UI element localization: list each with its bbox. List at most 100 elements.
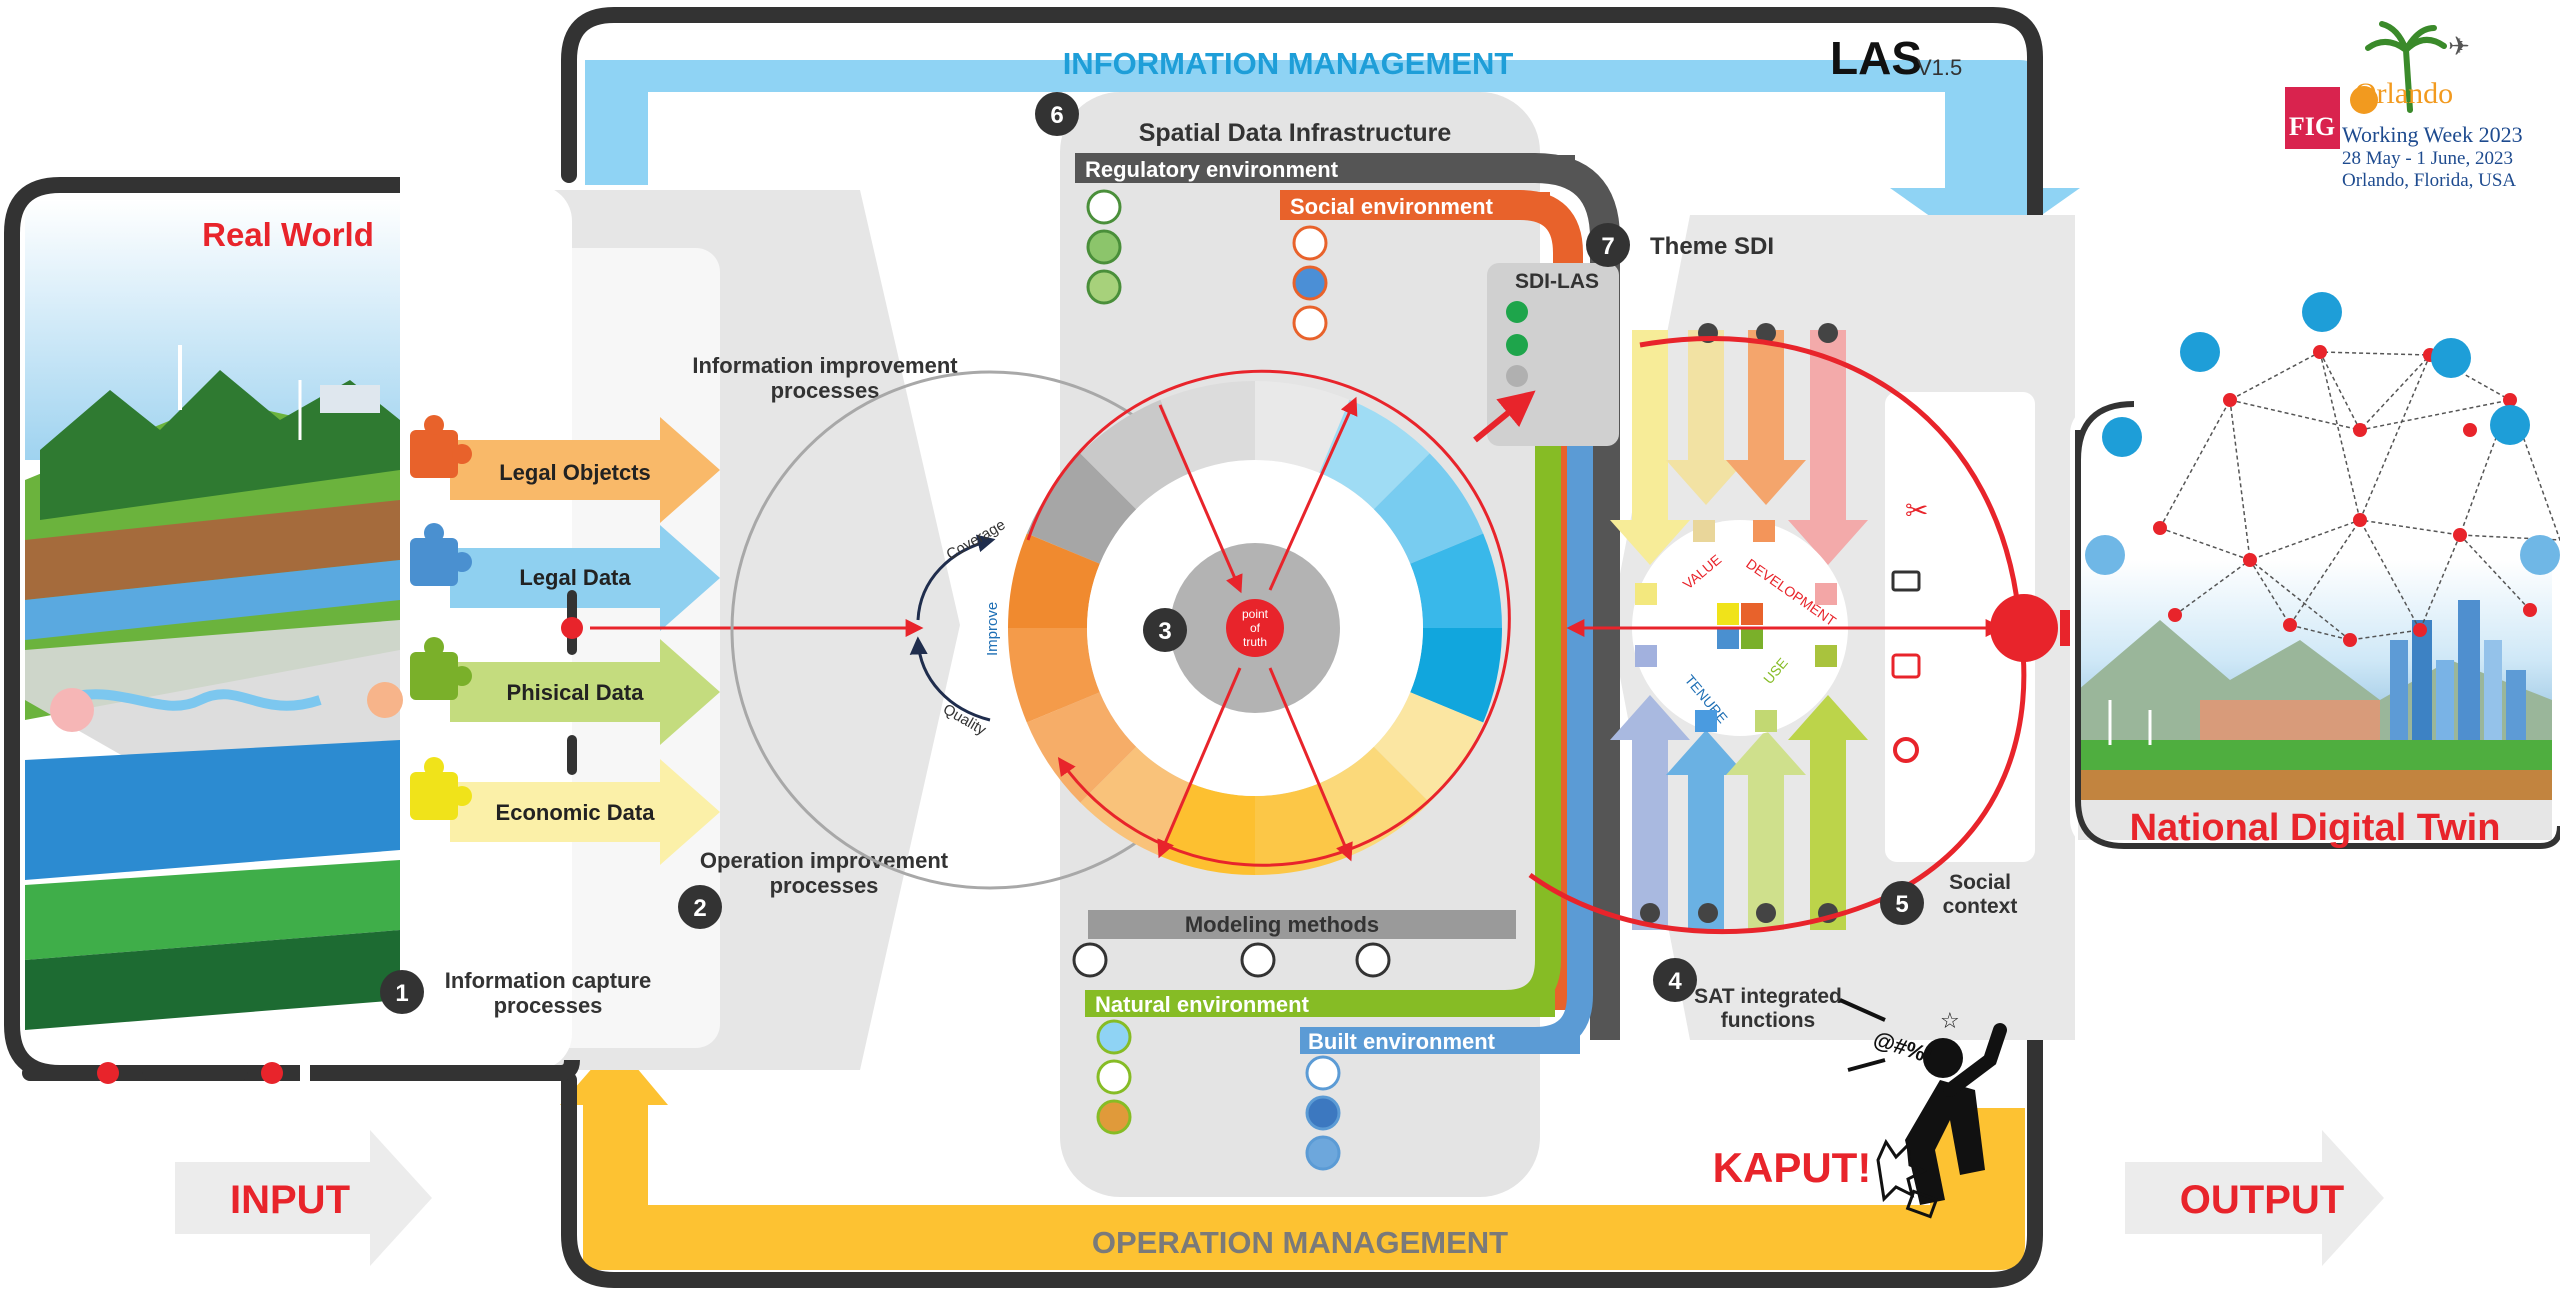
globe-hand-icon [1086, 229, 1122, 265]
step-3-badge [1143, 608, 1187, 652]
house-icon [1305, 1095, 1341, 1131]
svg-text:☆: ☆ [1940, 1008, 1960, 1033]
puzzle-piece-tan [1693, 520, 1715, 542]
coverage-label: Coverage [944, 516, 1009, 563]
donut-segment [1080, 746, 1191, 857]
donut-segment [1319, 399, 1430, 510]
output-label: OUTPUT [2180, 1178, 2344, 1222]
las-version: V1.5 [1917, 55, 1962, 80]
legal-data-arrow: Legal Data [410, 523, 720, 631]
step-2-label-line1: Operation improvement [700, 848, 949, 873]
improve-cycle-lower [909, 636, 991, 722]
list-icon [2490, 405, 2530, 445]
point-of-truth-line2: of [1250, 621, 1261, 635]
donut-segment [1160, 381, 1255, 473]
frustrated-person-icon: ☆ [1839, 998, 2007, 1219]
real-world-panel [4, 177, 580, 1084]
compass-icon [1292, 305, 1328, 341]
step-2-number: 2 [693, 895, 706, 922]
puzzle-piece-yellow [1635, 583, 1657, 605]
las-frame [561, 7, 2043, 1288]
sdi-las-label: SDI-LAS [1515, 270, 1599, 293]
donut-segment [1373, 692, 1484, 803]
theme-sdi-label: Theme SDI [1650, 233, 1774, 260]
orlando-logo-text: Orlando [2355, 77, 2453, 110]
improve-cycle-upper [916, 534, 996, 621]
donut-segment [1008, 628, 1100, 723]
info-improvement-line2: processes [771, 378, 880, 403]
point-of-truth-line3: truth [1243, 635, 1267, 649]
step-2-label-line2: processes [770, 873, 879, 898]
social-context-line1: Social [1949, 871, 2011, 894]
twin-loop [1528, 336, 2027, 935]
natural-icons [1096, 1019, 1132, 1135]
fig-logo-text: FIG [2289, 112, 2335, 141]
economic-data-arrow: Economic Data [410, 757, 720, 865]
truth-arrows [1157, 396, 1358, 862]
capture-dot [561, 617, 583, 639]
tools-icon: ✂ [1905, 495, 1928, 526]
fig-logo-box [2285, 87, 2340, 149]
step-1-badge [380, 970, 424, 1014]
monitor-icon [1891, 570, 1921, 592]
legal-objects-arrow: Legal Objetcts [410, 415, 720, 523]
las-title: LAS [1830, 32, 1922, 84]
truth-donut [1008, 381, 1502, 875]
step-1-label-line1: Information capture [445, 968, 652, 993]
step-7-badge [1586, 223, 1630, 267]
grid-map-icon [1086, 269, 1122, 305]
puzzle-piece-orange [1753, 520, 1775, 542]
donut-segment [1080, 399, 1191, 510]
pen-icon [1355, 942, 1391, 978]
step-6-badge [1035, 92, 1079, 136]
globe-grid-icon [1305, 1055, 1341, 1091]
sdi-title: Spatial Data Infrastructure [1139, 119, 1452, 147]
pagination-dot-2 [261, 1062, 283, 1084]
operation-management-label: OPERATION MANAGEMENT [1092, 1225, 1508, 1260]
satellite-icon: ✈ [2448, 31, 2470, 61]
modeling-icons [1072, 942, 1391, 978]
puzzle-piece-pink [1815, 583, 1837, 605]
step-7-number: 7 [1601, 233, 1614, 260]
sat-functions-line1: SAT integrated [1694, 985, 1842, 1008]
digital-twin-panel [2070, 292, 2560, 850]
step-5-badge [1880, 881, 1924, 925]
donut-segment [1410, 628, 1502, 723]
operation-management-band [560, 1042, 2025, 1270]
sat-arrows [1610, 323, 1868, 930]
sun-icon [1096, 1019, 1132, 1055]
output-arrow-shape [2125, 1130, 2384, 1266]
kaput-label: KAPUT! [1713, 1144, 1872, 1191]
step-6-number: 6 [1050, 102, 1063, 129]
map-marker-icon [1086, 189, 1122, 225]
step-1-number: 1 [395, 980, 408, 1007]
information-management-band [585, 60, 2080, 255]
step-1-label-line2: processes [494, 993, 603, 1018]
cloud-icon [2520, 535, 2560, 575]
fig-working-week-logo: FIG ✈ Orlando [2285, 21, 2470, 149]
puzzle-piece-lavender [1635, 645, 1657, 667]
donut-segment [1255, 381, 1350, 473]
conference-line1: Working Week 2023 [2342, 122, 2523, 147]
status-light-1 [1506, 301, 1528, 323]
social-context-icons: ✂ [1891, 495, 1928, 763]
social-context-line2: context [1943, 895, 2018, 918]
conference-line2: 28 May - 1 June, 2023 [2342, 148, 2513, 169]
modeling-methods-label: Modeling methods [1185, 912, 1379, 937]
digital-twin-label: National Digital Twin [2130, 807, 2501, 849]
social-environment-label: Social environment [1290, 194, 1494, 219]
quality-label: Quality [940, 701, 989, 739]
outer-cycle-arc [1026, 369, 1511, 867]
status-light-3 [1506, 365, 1528, 387]
puzzle-piece-green [1815, 645, 1837, 667]
waves-icon [1096, 1059, 1132, 1095]
donut-segment [1373, 453, 1484, 564]
natural-environment-label: Natural environment [1095, 992, 1310, 1017]
drone-icon [1240, 942, 1276, 978]
built-icons [1305, 1055, 1341, 1171]
input-arrow-shape [175, 1130, 432, 1266]
improve-label: Improve [984, 602, 1001, 656]
point-of-truth-dot [1226, 599, 1284, 657]
gear-icon [1893, 737, 1919, 763]
